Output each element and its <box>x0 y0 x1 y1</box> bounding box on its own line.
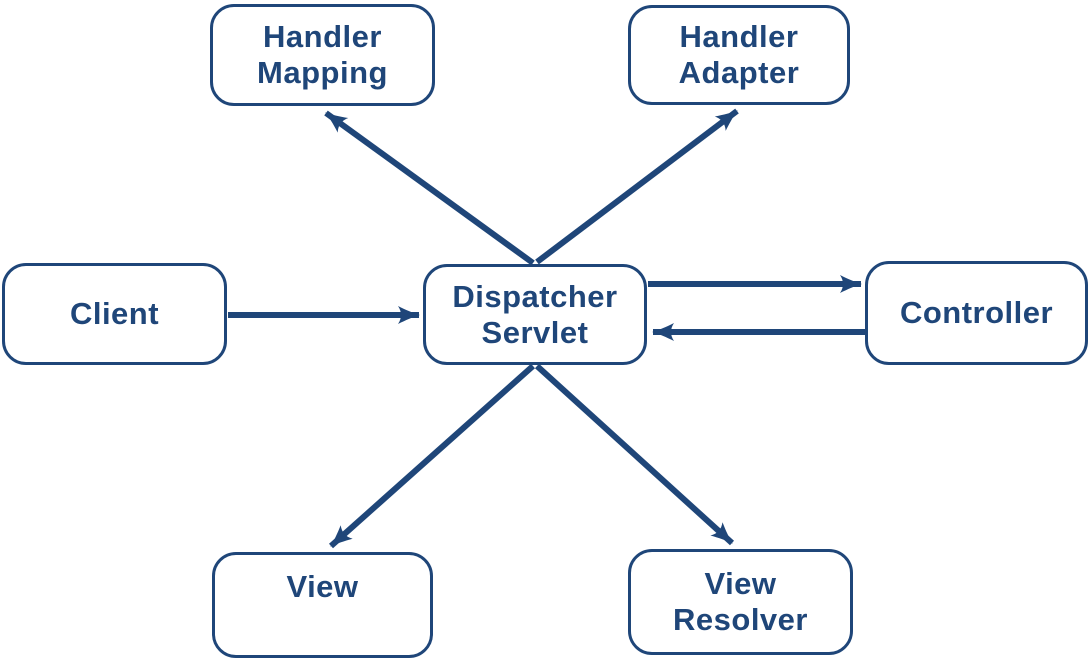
node-client: Client <box>2 263 227 365</box>
node-label-view-resolver: View Resolver <box>673 566 808 637</box>
arrow-dispatcher-servlet-to-handler-adapter <box>535 108 739 265</box>
node-view-resolver: View Resolver <box>628 549 853 655</box>
arrow-dispatcher-servlet-to-view <box>329 363 535 549</box>
node-label-handler-mapping: Handler Mapping <box>257 19 388 90</box>
node-label-dispatcher-servlet: Dispatcher Servlet <box>452 278 618 350</box>
node-label-view: View <box>286 569 359 604</box>
arrow-dispatcher-servlet-to-view-resolver <box>534 363 735 546</box>
node-dispatcher-servlet: Dispatcher Servlet <box>423 264 647 365</box>
arrow-dispatcher-servlet-to-handler-mapping <box>324 110 535 266</box>
node-label-controller: Controller <box>899 295 1054 330</box>
node-controller: Controller <box>865 261 1088 365</box>
node-label-client: Client <box>69 296 160 331</box>
node-view: View <box>212 552 433 658</box>
node-handler-adapter: Handler Adapter <box>628 5 850 105</box>
node-handler-mapping: Handler Mapping <box>210 4 435 106</box>
node-label-handler-adapter: Handler Adapter <box>678 19 800 90</box>
